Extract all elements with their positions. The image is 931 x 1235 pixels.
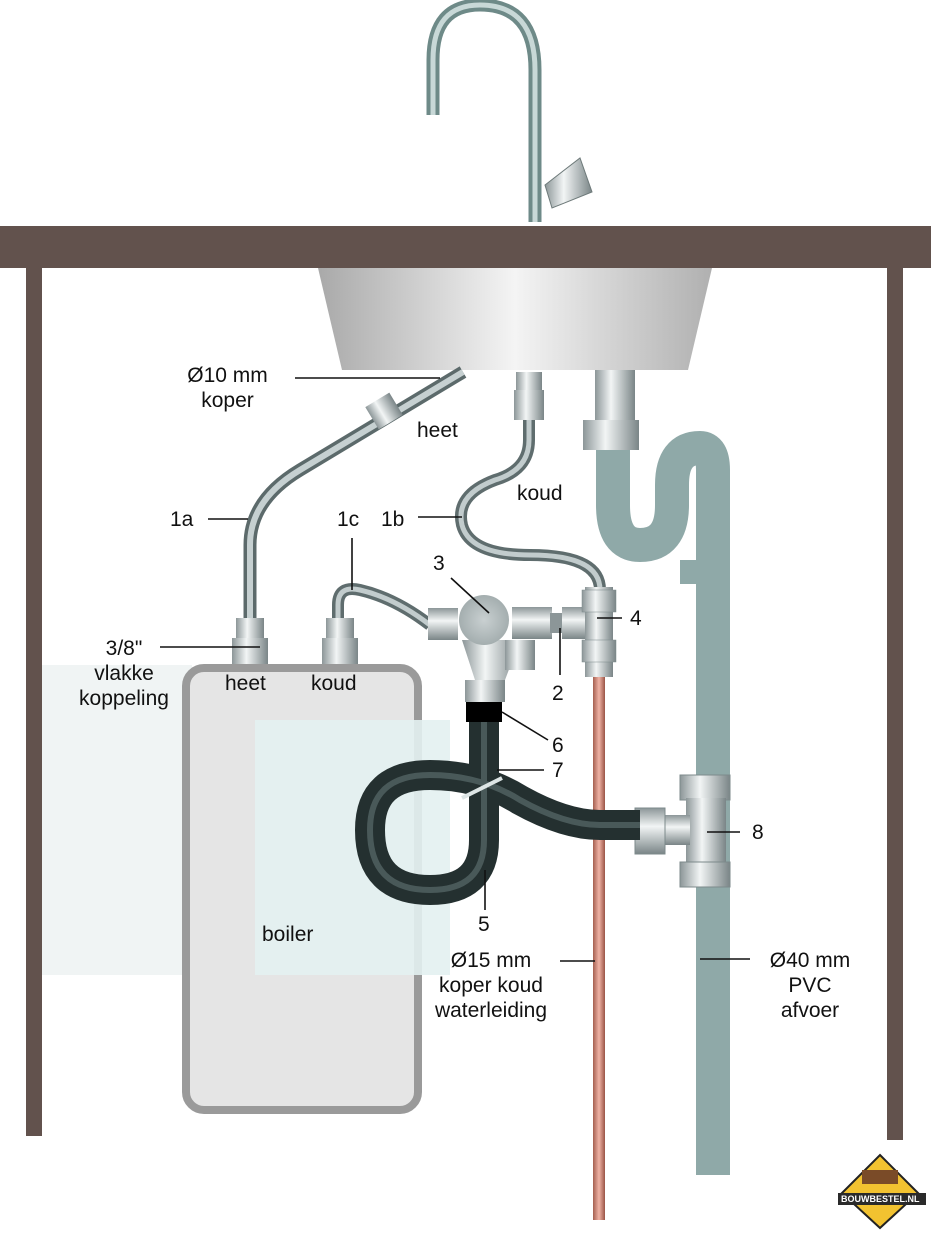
copper-cold-water-pipe [593, 660, 605, 1220]
label-koud-top: koud [517, 482, 563, 505]
label-1c: 1c [337, 508, 360, 531]
label-copper-15mm-size: Ø15 mm [450, 949, 532, 972]
boiler-connector-koud [322, 618, 358, 664]
hose-clamp-6 [466, 702, 502, 722]
sink-bowl [318, 268, 712, 370]
label-coupling: 3/8" vlakke koppeling [60, 636, 188, 711]
boiler-connector-heet [232, 618, 268, 664]
faucet [426, 0, 593, 222]
label-pvc-purpose: afvoer [780, 999, 840, 1022]
label-pvc-40mm: Ø40 mm PVC afvoer [750, 948, 870, 1023]
countertop [0, 226, 931, 268]
label-copper-10mm-size: Ø10 mm [187, 364, 268, 387]
drain-trap [583, 370, 730, 1175]
bouwbestel-logo: BOUWBESTEL.NL [838, 1153, 926, 1230]
hose-1c [332, 583, 434, 630]
label-copper-15mm: Ø15 mm koper koud waterleiding [410, 948, 572, 1023]
label-boiler-koud: koud [311, 672, 357, 695]
counter-leg-right [887, 268, 903, 1140]
drain-hose-5 [355, 722, 640, 905]
valve-3 [459, 595, 509, 645]
label-copper-10mm: Ø10 mm koper [165, 363, 290, 413]
label-coupling-size: 3/8" [105, 637, 143, 660]
label-1b: 1b [381, 508, 405, 531]
cable-tie-7 [461, 776, 503, 800]
label-copper-15mm-purpose: waterleiding [434, 999, 548, 1022]
label-copper-10mm-material: koper [201, 389, 254, 412]
label-6: 6 [552, 734, 564, 757]
label-boiler-heet: heet [225, 672, 266, 695]
faucet-handle [544, 157, 593, 209]
label-5: 5 [478, 913, 490, 936]
logo-text: BOUWBESTEL.NL [841, 1194, 920, 1204]
cold-hose-1b [455, 372, 606, 591]
label-coupling-name: koppeling [79, 687, 169, 710]
pvc-t-junction [634, 774, 731, 888]
label-boiler: boiler [262, 923, 314, 946]
label-1a: 1a [170, 508, 194, 531]
hot-pipe-1a [243, 366, 467, 620]
label-3: 3 [433, 552, 445, 575]
boiler-shadow-panel [42, 665, 192, 975]
construction-sign-icon [840, 1153, 920, 1230]
label-2: 2 [552, 682, 564, 705]
label-4: 4 [630, 607, 642, 630]
label-copper-15mm-material: koper koud [439, 974, 543, 997]
label-7: 7 [552, 759, 564, 782]
label-heet-top: heet [417, 419, 458, 442]
leader-lines [160, 377, 750, 962]
label-pvc-size: Ø40 mm [769, 949, 851, 972]
label-pvc-material: PVC [788, 974, 832, 997]
valve-assembly [428, 587, 617, 722]
label-8: 8 [752, 821, 764, 844]
label-coupling-type: vlakke [94, 662, 154, 685]
counter-leg-left [26, 268, 42, 1136]
